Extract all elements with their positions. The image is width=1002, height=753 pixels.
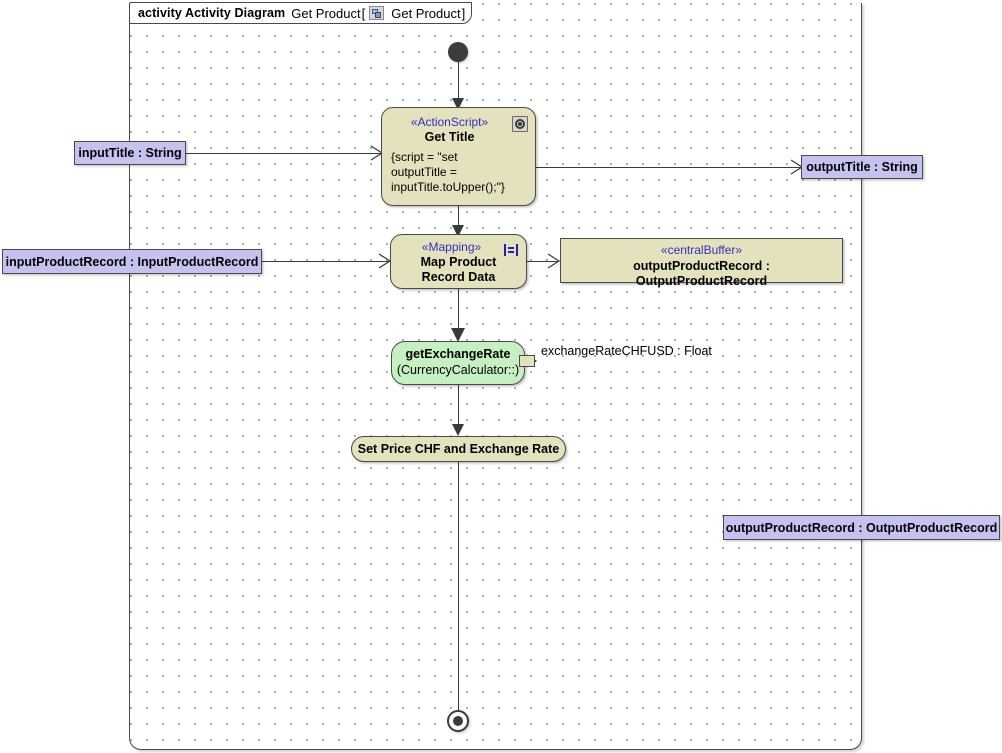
output-pin-label-exchange-rate: exchangeRateCHFUSD : Float — [541, 344, 712, 358]
get-title-body-line-1: {script = "set — [391, 150, 458, 164]
diagram-icon — [369, 6, 385, 20]
input-product-record-label: inputProductRecord : InputProductRecord — [5, 254, 259, 269]
diagram-frame-header[interactable]: activity Activity Diagram Get Product [ … — [129, 2, 473, 24]
edge-input-title-to-get-title — [186, 153, 381, 154]
script-icon — [512, 116, 528, 132]
get-title-stereotype: «ActionScript» — [410, 115, 489, 129]
mapping-name-line-2: Record Data — [421, 270, 496, 284]
get-title-body-line-2: outputTitle = — [391, 165, 457, 179]
action-node-get-exchange-rate[interactable]: getExchangeRate (CurrencyCalculator::) — [391, 341, 525, 385]
input-title-label: inputTitle : String — [78, 146, 182, 160]
activity-parameter-node-output-title[interactable]: outputTitle : String — [801, 155, 923, 179]
edge-mapping-to-central-buffer — [527, 261, 558, 262]
edge-input-product-record-to-mapping — [262, 261, 389, 262]
edge-mapping-to-get-exchange-rate — [458, 289, 459, 339]
get-title-body-line-3: inputTitle.toUpper();"} — [391, 180, 505, 194]
central-buffer-name: outputProductRecord : OutputProductRecor… — [633, 259, 770, 288]
frame-diagram-name: Get Product — [291, 5, 361, 21]
activity-final-node[interactable] — [447, 710, 469, 732]
activity-parameter-node-input-title[interactable]: inputTitle : String — [74, 141, 186, 165]
activity-parameter-node-output-product-record[interactable]: outputProductRecord : OutputProductRecor… — [723, 515, 1000, 540]
edge-get-exchange-rate-to-set-price — [458, 385, 459, 433]
action-node-map-product-record-data[interactable]: «Mapping» Map Product Record Data — [390, 234, 527, 289]
output-product-record-label: outputProductRecord : OutputProductRecor… — [725, 520, 998, 535]
get-exchange-rate-sub: (CurrencyCalculator::) — [396, 363, 520, 377]
central-buffer-stereotype: «centralBuffer» — [660, 243, 743, 257]
frame-context-name: Get Product — [391, 5, 461, 21]
output-pin-exchange-rate[interactable] — [519, 355, 535, 367]
edge-get-title-to-output-title — [536, 167, 801, 168]
mapping-stereotype: «Mapping» — [421, 240, 482, 254]
activity-parameter-node-input-product-record[interactable]: inputProductRecord : InputProductRecord — [2, 249, 262, 274]
get-exchange-rate-name: getExchangeRate — [405, 347, 511, 361]
mapping-icon — [504, 244, 518, 256]
edge-set-price-to-final — [458, 462, 459, 710]
frame-bracket-open: [ — [361, 5, 366, 21]
mapping-name-line-1: Map Product — [420, 255, 497, 269]
frame-bracket-close: ] — [461, 5, 466, 21]
action-node-set-price-chf-and-exchange-rate[interactable]: Set Price CHF and Exchange Rate — [351, 436, 566, 462]
output-title-label: outputTitle : String — [806, 160, 918, 174]
edge-initial-to-get-title — [458, 62, 459, 107]
edge-get-title-to-mapping — [458, 206, 459, 234]
central-buffer-node-output-product-record[interactable]: «centralBuffer» outputProductRecord : Ou… — [560, 238, 843, 288]
action-node-get-title[interactable]: «ActionScript» Get Title {script = "set … — [381, 107, 536, 206]
initial-node[interactable] — [448, 42, 468, 62]
set-price-name: Set Price CHF and Exchange Rate — [357, 441, 560, 456]
frame-keyword: activity Activity Diagram — [138, 6, 286, 20]
get-title-name: Get Title — [424, 130, 475, 144]
